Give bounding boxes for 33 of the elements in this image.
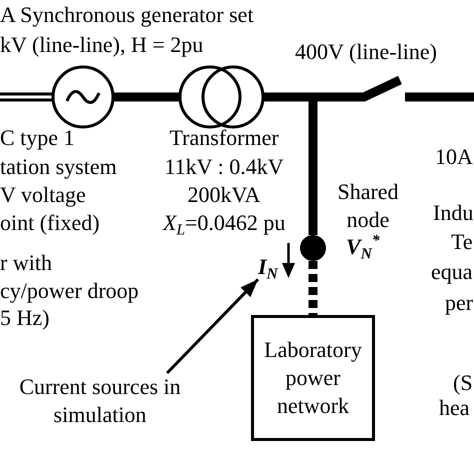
caption-text: (S <box>453 369 473 397</box>
caption-text: r with <box>0 249 52 277</box>
caption-text: per <box>445 289 474 317</box>
caption-text: Shared node <box>336 178 400 234</box>
box-label: Laboratory power network <box>263 336 363 420</box>
caption-text: cy/power droop <box>0 277 139 305</box>
caption-text: Indu <box>433 199 474 227</box>
caption-text: X$_{L}$=0.0462 pu <box>163 209 286 237</box>
caption-text: oint (fixed) <box>0 209 100 237</box>
network-box <box>251 315 375 441</box>
caption-text: V voltage <box>0 181 86 209</box>
caption-text: Te <box>451 228 473 256</box>
current-label: I$_{N}$ <box>258 253 278 281</box>
caption-text: 200kVA <box>188 181 260 209</box>
dashed-line <box>308 261 318 315</box>
caption-text: kV (line-line), H = 2pu <box>0 31 204 59</box>
bus-line <box>263 92 313 102</box>
generator-symbol <box>50 64 116 130</box>
leader-arrow <box>166 278 260 374</box>
caption-text: 11kV : 0.4kV <box>164 153 284 181</box>
voltage-label: 400V (line-line) <box>295 38 437 66</box>
caption-text: 5 Hz) <box>0 304 50 332</box>
caption-text: C type 1 <box>0 124 75 152</box>
callout-text: Current sources in simulation <box>8 373 192 429</box>
transformer-symbol <box>178 65 265 129</box>
bus-line <box>113 92 180 102</box>
caption-text: A Synchronous generator set <box>0 1 254 29</box>
caption-text: 10A <box>435 143 473 171</box>
caption-text: tation system <box>0 153 117 181</box>
caption-text: hea <box>439 394 470 422</box>
junction-dot <box>300 235 326 261</box>
caption-text: Transformer <box>170 124 279 152</box>
caption-text: equa <box>431 258 473 286</box>
